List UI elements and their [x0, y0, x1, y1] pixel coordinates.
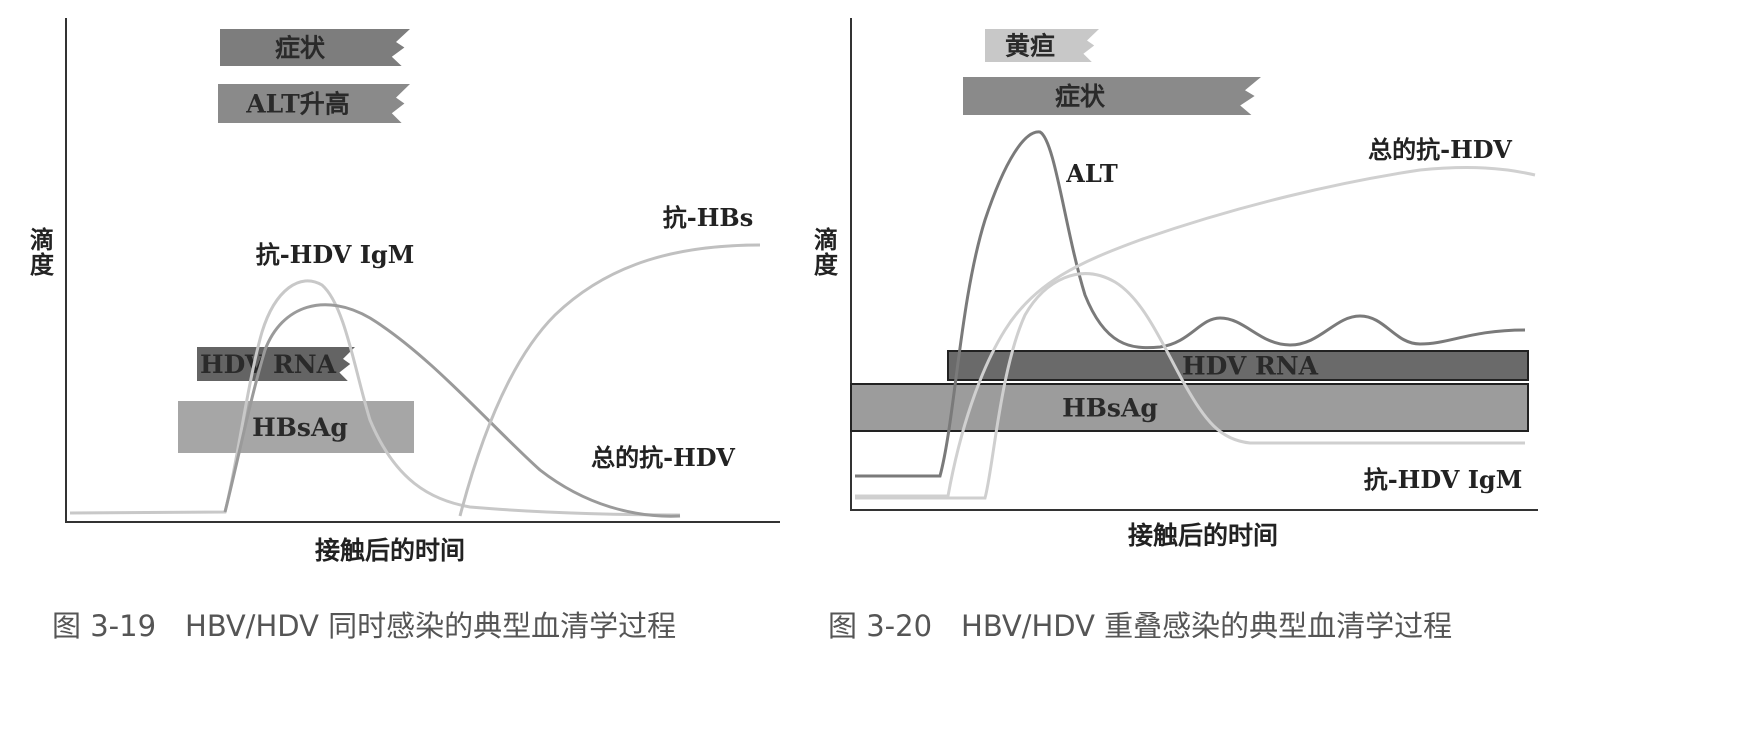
chart1-bar-3: [197, 347, 355, 381]
chart2-bar-1: [985, 29, 1099, 62]
chart2-x-axis-label: 接触后的时间: [1128, 521, 1278, 550]
chart2-label-anti-hdv-igm: 抗-HDV IgM: [1364, 465, 1523, 494]
chart2-series-total-anti-hdv: [855, 166, 1536, 498]
chart1-label-anti-hdv-igm: 抗-HDV IgM: [256, 240, 415, 269]
chart1-caption: 图 3-19 HBV/HDV 同时感染的典型血清学过程: [52, 609, 676, 643]
chart2-series-anti-hdv-igm: [855, 272, 1525, 500]
chart2-y-axis-label: 滴度: [814, 225, 839, 279]
chart1-axes: [65, 18, 780, 523]
chart2-axes: [850, 18, 1538, 511]
chart2-bar-label-4: HBsAg: [1062, 394, 1158, 423]
chart1-series-total-anti-hdv: [223, 303, 681, 518]
chart1-series-anti-hbs: [458, 243, 761, 517]
chart2-bar-label-1: 黄疸: [1005, 32, 1055, 61]
chart1-bar-label-4: HBsAg: [252, 413, 348, 442]
chart1-y-axis-label: 滴度: [30, 225, 55, 279]
chart1-label-anti-hbs: 抗-HBs: [663, 203, 753, 232]
chart1-x-axis-label: 接触后的时间: [315, 536, 465, 565]
chart2-bar-label-2: 症状: [1055, 82, 1106, 111]
chart2-bar-2: [963, 77, 1261, 115]
chart2-caption: 图 3-20 HBV/HDV 重叠感染的典型血清学过程: [828, 609, 1452, 643]
chart1-bar-label-2: ALT升高: [245, 90, 350, 119]
chart2-series-alt: [855, 130, 1526, 478]
chart1-bar-label-1: 症状: [275, 34, 326, 63]
chart2-bar-label-3: HDV RNA: [1182, 352, 1319, 381]
chart1-bar-label-3: HDV RNA: [200, 350, 337, 379]
chart2-bar-3: [947, 350, 1529, 381]
chart1-bar-2: [218, 84, 410, 123]
chart1-label-total-anti-hdv: 总的抗-HDV: [591, 443, 735, 472]
chart1-bar-1: [220, 29, 410, 66]
chart2-label-alt: ALT: [1065, 159, 1118, 188]
chart2-label-total-anti-hdv: 总的抗-HDV: [1368, 135, 1512, 164]
chart1-series-anti-hdv-igm: [69, 279, 681, 517]
